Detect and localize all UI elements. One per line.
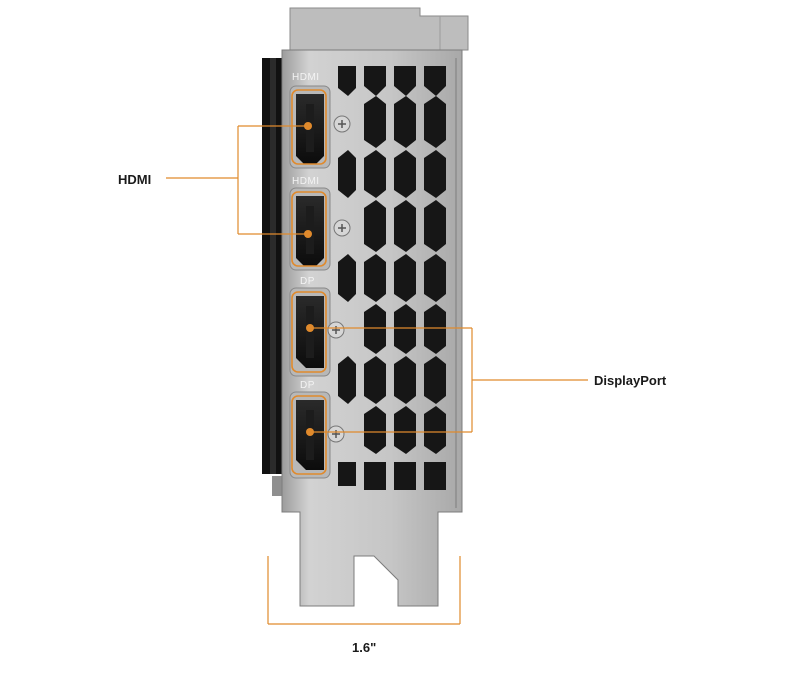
hdmi-2-marking: HDMI <box>292 176 320 187</box>
hdmi-port-2 <box>289 187 331 271</box>
width-dimension-line <box>267 556 461 625</box>
screw-icon <box>327 425 345 443</box>
displayport-highlight-outlines <box>291 291 327 475</box>
screw-icon <box>333 115 351 133</box>
bracket-top-tab <box>289 7 469 51</box>
hdmi-callout-label: HDMI <box>118 172 152 187</box>
dp-callout-dot-2 <box>306 428 314 436</box>
vent-cutouts <box>338 66 446 490</box>
screw-icon <box>327 321 345 339</box>
card-stud <box>272 476 282 496</box>
displayport-callout-label: DisplayPort <box>594 373 667 388</box>
hdmi-callout-dot-1 <box>304 122 312 130</box>
hdmi-callout-connector <box>166 125 306 235</box>
hdmi-1-marking: HDMI <box>292 72 320 83</box>
dp-callout-dot-1 <box>306 324 314 332</box>
hdmi-highlight-outlines <box>291 89 327 267</box>
displayport-callout-connector <box>310 327 588 433</box>
dp-1-marking: DP <box>300 276 315 287</box>
dp-2-marking: DP <box>300 380 315 391</box>
screw-icon <box>333 219 351 237</box>
hdmi-callout-dot-2 <box>304 230 312 238</box>
card-edge-highlight <box>270 58 276 474</box>
bracket-width-label: 1.6" <box>352 640 377 655</box>
